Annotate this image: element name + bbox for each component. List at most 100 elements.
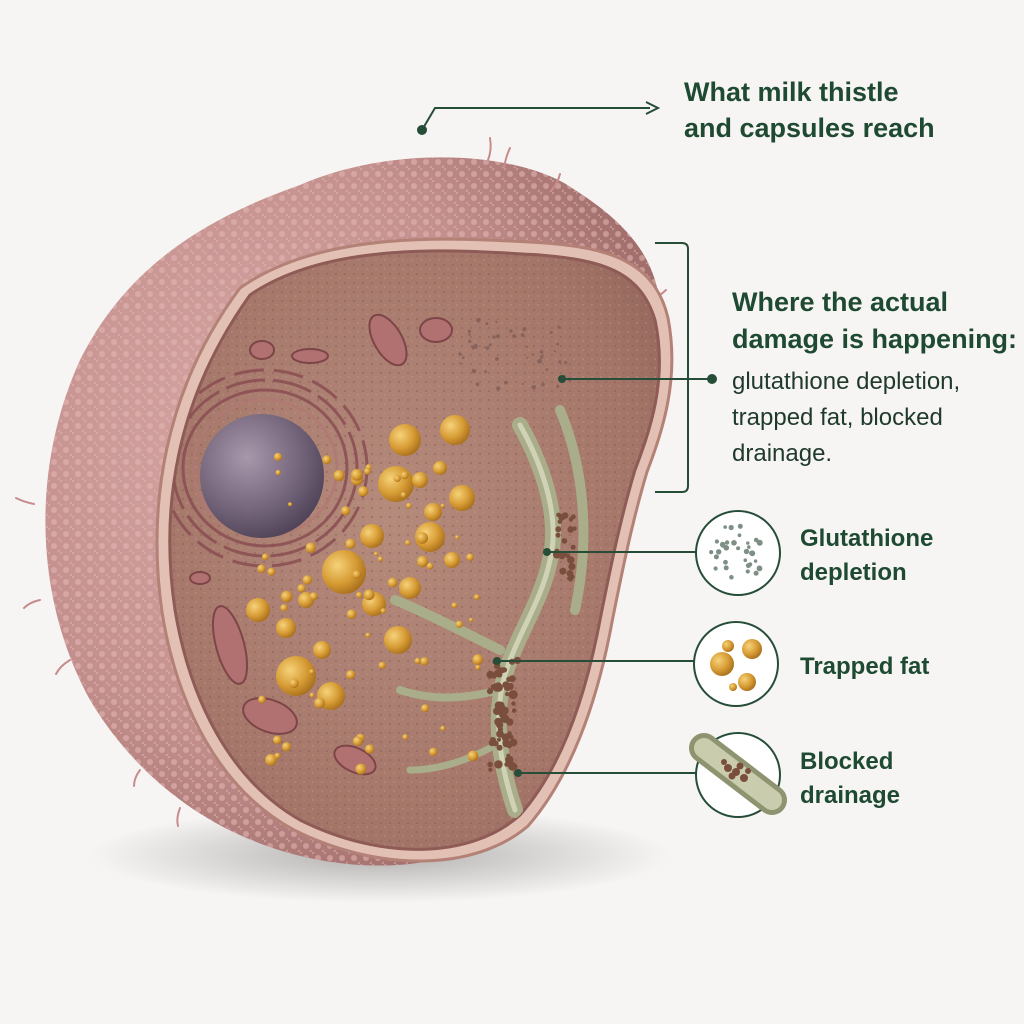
fat-droplet	[302, 575, 312, 585]
fat-droplet	[333, 470, 345, 481]
debris-particle	[512, 763, 518, 770]
fat-droplet	[351, 469, 363, 481]
fat-droplet	[393, 474, 401, 483]
debris-particle	[555, 526, 562, 533]
fat-droplet	[261, 553, 269, 561]
damage-bracket	[655, 242, 689, 493]
icon-dot	[756, 539, 763, 546]
fat-droplet	[387, 577, 398, 588]
damage-title-line-1: Where the actual	[732, 287, 949, 317]
icon-dot	[728, 524, 734, 531]
fat-droplet	[297, 584, 306, 593]
debris-particle	[567, 576, 572, 581]
fat-droplet	[358, 486, 369, 497]
icon-dot	[737, 523, 743, 529]
fat-droplet	[455, 620, 463, 628]
debris-particle	[559, 567, 567, 575]
fat-droplet	[378, 466, 414, 502]
bile-ducts	[390, 405, 589, 818]
fat-droplet	[246, 598, 270, 622]
legend-glutathione-line-2: depletion	[800, 559, 907, 586]
icon-dot	[747, 545, 751, 549]
debris-particle	[496, 730, 504, 738]
debris-particle	[488, 767, 493, 772]
callout-top-label: What milk thistle and capsules reach	[684, 74, 935, 146]
legend-fat-line-1: Trapped fat	[800, 653, 930, 680]
fat-droplet	[257, 564, 266, 573]
fat-droplet	[444, 552, 460, 568]
glutathione-dot	[558, 360, 562, 364]
fat-droplet	[305, 542, 316, 553]
debris-particle	[487, 761, 493, 768]
fat-droplet	[414, 657, 421, 665]
fat-droplet	[341, 506, 351, 516]
debris-particle	[496, 701, 505, 710]
glutathione-dot	[531, 385, 537, 390]
damage-title-line-2: damage is happening:	[732, 324, 1018, 354]
glutathione-dot	[475, 382, 480, 387]
debris-particle	[506, 676, 512, 682]
fat-droplet	[272, 735, 282, 745]
fat-droplet	[421, 704, 430, 713]
glutathione-dot	[495, 334, 501, 339]
debris-particle	[505, 691, 510, 697]
icon-dot	[736, 546, 741, 551]
fat-droplet	[352, 570, 361, 579]
fat-droplet	[345, 538, 356, 550]
legend-fat-label: Trapped fat	[800, 650, 929, 684]
glutathione-dot	[468, 339, 472, 343]
legend-drainage-line-1: Blocked	[800, 748, 894, 775]
fat-droplet	[429, 747, 438, 757]
icon-dot	[749, 550, 756, 557]
fat-droplet	[469, 617, 474, 622]
fat-droplet	[416, 532, 429, 544]
fat-droplet	[309, 592, 318, 601]
damage-body-line-1: glutathione depletion,	[732, 368, 961, 395]
icon-dot	[723, 559, 728, 565]
fat-droplet	[389, 424, 421, 456]
fat-droplet	[265, 754, 277, 766]
debris-particle	[508, 690, 518, 700]
glutathione-dot	[484, 370, 488, 374]
legend-drainage-line-2: drainage	[800, 782, 901, 809]
glutathione-dot	[556, 342, 560, 346]
glutathione-dot	[526, 345, 529, 348]
glutathione-dot	[557, 325, 561, 329]
glutathione-dot	[556, 384, 560, 388]
icon-dot	[716, 549, 722, 555]
icon-dot	[743, 558, 748, 562]
fat-droplet	[309, 669, 315, 675]
debris-particle	[567, 526, 574, 533]
debris-particle	[486, 670, 495, 679]
blocked-duct-icon	[689, 732, 787, 818]
fat-droplet	[378, 661, 386, 669]
icon-dot	[731, 540, 737, 546]
icon-dot	[713, 566, 718, 571]
glutathione-dots-icon	[695, 510, 781, 596]
debris-particle	[502, 739, 511, 748]
debris-particle	[511, 701, 516, 706]
fat-droplet	[412, 472, 428, 488]
fat-droplet	[314, 697, 325, 709]
fat-droplet	[355, 763, 367, 775]
glutathione-dot	[458, 352, 462, 356]
glutathione-dot	[520, 333, 525, 337]
fat-droplet	[420, 657, 429, 666]
mitochondria	[189, 313, 453, 776]
debris-particle	[507, 731, 512, 736]
debris-particle	[511, 708, 517, 713]
icon-dot	[737, 533, 742, 538]
debris-particle	[562, 512, 567, 517]
debris-particle	[568, 517, 574, 522]
nucleus	[200, 414, 324, 538]
fat-droplet	[400, 471, 409, 480]
fat-droplet	[365, 744, 375, 754]
glutathione-dot	[545, 368, 549, 371]
fat-droplet	[258, 695, 266, 704]
fat-droplet	[440, 415, 470, 445]
debris-particle	[494, 760, 503, 769]
debris-particle	[496, 744, 503, 751]
debris-particle	[568, 563, 576, 571]
icon-dot	[729, 575, 734, 580]
icon-dot	[746, 541, 750, 545]
